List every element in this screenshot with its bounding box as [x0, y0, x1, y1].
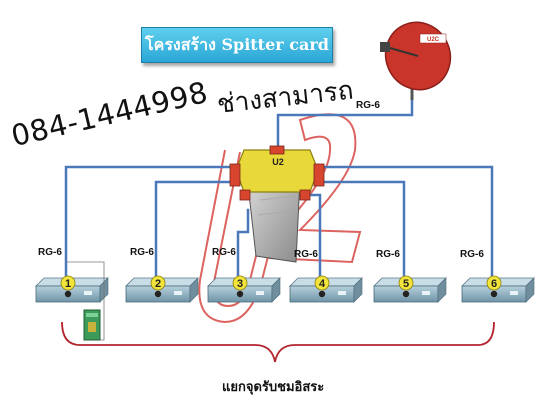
satellite-dish	[380, 21, 452, 100]
receiver-number: 3	[237, 278, 243, 290]
splitter	[229, 145, 325, 201]
receiver-3: 3	[207, 275, 281, 303]
cable-rx3	[236, 208, 250, 278]
dish-badge: U2C	[427, 37, 440, 43]
receiver-4: 4	[289, 275, 363, 303]
cable-label-rx5: RG-6	[376, 249, 400, 260]
receiver-number: 5	[403, 278, 409, 290]
cable-rx2	[154, 180, 238, 278]
splitter-label: U2	[272, 157, 284, 167]
title-text: โครงสร้าง Spitter card	[145, 34, 329, 54]
receiver-6: 6	[461, 275, 535, 303]
title-box: โครงสร้าง Spitter card	[141, 27, 333, 63]
receiver-number: 1	[65, 278, 71, 290]
receiver-2: 2	[125, 275, 199, 303]
splitter-card-thumbnail	[83, 309, 101, 341]
cable-rx6	[316, 165, 494, 278]
cable-label-rx3: RG-6	[212, 247, 236, 258]
receiver-number: 2	[155, 278, 161, 290]
splitter-card	[247, 177, 301, 263]
cable-label-dish: RG-6	[356, 100, 380, 111]
receiver-number: 6	[491, 278, 497, 290]
receiver-number: 4	[319, 278, 326, 290]
cable-rx5	[316, 180, 406, 278]
receivers: 1 2 3 4 5 6	[35, 275, 535, 303]
cable-rx4	[298, 193, 322, 278]
receivers-brace	[61, 321, 495, 363]
cable-label-rx2: RG-6	[130, 247, 154, 258]
receiver-5: 5	[373, 275, 447, 303]
cable-rx1	[64, 165, 238, 278]
card-leader-line	[66, 261, 105, 341]
cable-label-rx6: RG-6	[460, 249, 484, 260]
bottom-label: แยกจุดรับชมอิสระ	[222, 380, 325, 395]
cable-label-rx1: RG-6	[38, 247, 62, 258]
cable-label-rx4: RG-6	[294, 249, 318, 260]
receiver-1: 1	[35, 275, 109, 303]
